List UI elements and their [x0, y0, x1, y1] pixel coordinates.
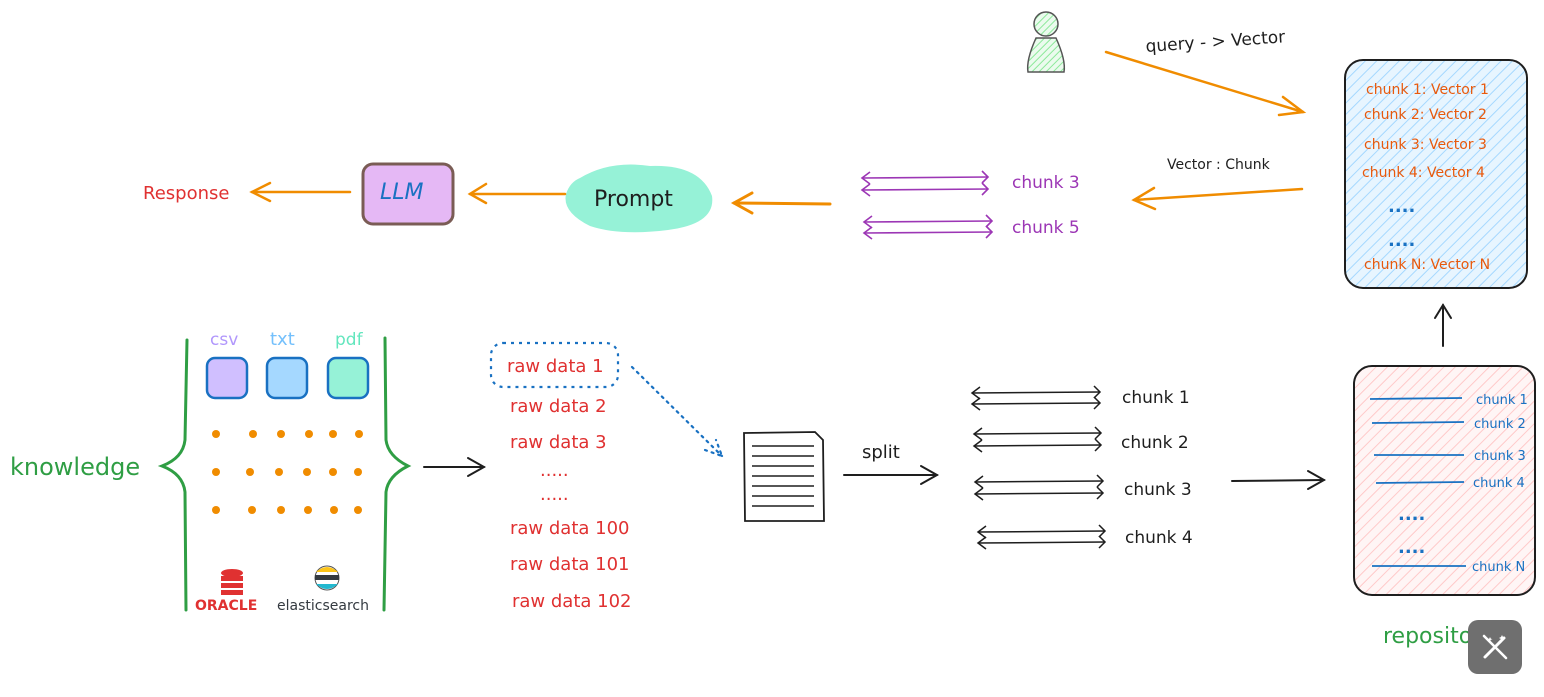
vector-chunk-arrow — [1131, 186, 1304, 211]
prompt-to-llm-arrow — [467, 182, 567, 205]
raw-data-item: raw data 2 — [510, 396, 607, 417]
prompt-label: Prompt — [594, 187, 673, 212]
repository-item: chunk 3 — [1474, 449, 1526, 464]
repository-item: chunk 2 — [1474, 417, 1526, 432]
pdf-file-icon — [326, 356, 370, 400]
split-label: split — [862, 442, 900, 463]
vector-store-list: chunk 1: Vector 1 chunk 2: Vector 2 chun… — [1362, 82, 1490, 273]
knowledge-brace — [157, 336, 412, 612]
more-sources-dots — [212, 430, 363, 514]
csv-file-icon — [205, 356, 249, 400]
raw-data-list: raw data 1 raw data 2 raw data 3 ..... .… — [507, 356, 632, 612]
llm-label: LLM — [380, 180, 424, 205]
vector-store-box — [1344, 59, 1528, 289]
raw-data-item: raw data 1 — [507, 356, 604, 377]
vector-store-item: chunk N: Vector N — [1364, 257, 1490, 273]
prompt-shape — [565, 164, 713, 233]
chunk-label: chunk 3 — [1124, 480, 1192, 500]
raw-data-item: raw data 100 — [510, 518, 630, 539]
retrieved-chunk-label: chunk 3 — [1012, 173, 1080, 193]
vector-store-item: .... — [1388, 230, 1415, 251]
chunks-to-repository-arrow — [1231, 470, 1327, 490]
llm-box — [361, 162, 455, 226]
raw-data-item: raw data 102 — [512, 591, 632, 612]
repository-item: chunk N — [1472, 560, 1525, 575]
retrieved-chunk-label: chunk 5 — [1012, 218, 1080, 238]
vector-store-item: chunk 4: Vector 4 — [1362, 165, 1485, 181]
vector-store-item: chunk 2: Vector 2 — [1364, 107, 1487, 123]
repository-to-vector-arrow — [1434, 303, 1452, 347]
raw-data-item: raw data 101 — [510, 554, 630, 575]
elasticsearch-icon — [314, 565, 340, 591]
chunk-labels: chunk 1 chunk 2 chunk 3 chunk 4 — [1121, 388, 1193, 548]
txt-file-icon — [265, 356, 309, 400]
chunk-label: chunk 2 — [1121, 433, 1189, 453]
user-icon — [1026, 11, 1066, 73]
vector-chunk-label: Vector : Chunk — [1167, 157, 1271, 173]
chunk-label: chunk 1 — [1122, 388, 1190, 408]
llm-to-response-arrow — [249, 181, 352, 203]
magic-wand-button[interactable] — [1468, 620, 1522, 674]
raw-data-item: ..... — [540, 460, 569, 481]
oracle-logo-text: ORACLE — [195, 598, 257, 614]
knowledge-label: knowledge — [10, 453, 140, 481]
split-arrow — [843, 465, 940, 485]
database-icon — [221, 569, 243, 595]
query-arrow — [1104, 50, 1307, 117]
repository-item: .... — [1398, 504, 1425, 525]
retrieved-chunk-bars — [860, 170, 994, 240]
elasticsearch-logo-text: elasticsearch — [277, 598, 369, 614]
raw-to-document-arrow — [630, 365, 724, 458]
file-type-label: csv — [210, 330, 238, 350]
repository-item: chunk 1 — [1476, 393, 1528, 408]
vector-store-item: .... — [1388, 196, 1415, 217]
chunk-bars — [970, 385, 1107, 550]
document-icon — [743, 431, 825, 522]
magic-wand-icon — [1482, 634, 1508, 660]
vector-store-item: chunk 1: Vector 1 — [1366, 82, 1489, 98]
vector-store-item: chunk 3: Vector 3 — [1364, 137, 1487, 153]
file-type-label: pdf — [335, 330, 364, 350]
raw-data-item: ..... — [540, 484, 569, 505]
chunks-to-prompt-arrow — [730, 191, 832, 215]
repository-list: chunk 1 chunk 2 chunk 3 chunk 4 .... ...… — [1398, 393, 1528, 575]
raw-data-item: raw data 3 — [510, 432, 607, 453]
response-label: Response — [143, 183, 229, 204]
knowledge-to-raw-arrow — [423, 457, 487, 477]
file-type-label: txt — [270, 329, 295, 350]
query-label: query - > Vector — [1145, 27, 1286, 57]
repository-item: .... — [1398, 537, 1425, 558]
repository-item: chunk 4 — [1473, 476, 1525, 491]
repository-lines — [1369, 397, 1466, 567]
chunk-label: chunk 4 — [1125, 528, 1193, 548]
